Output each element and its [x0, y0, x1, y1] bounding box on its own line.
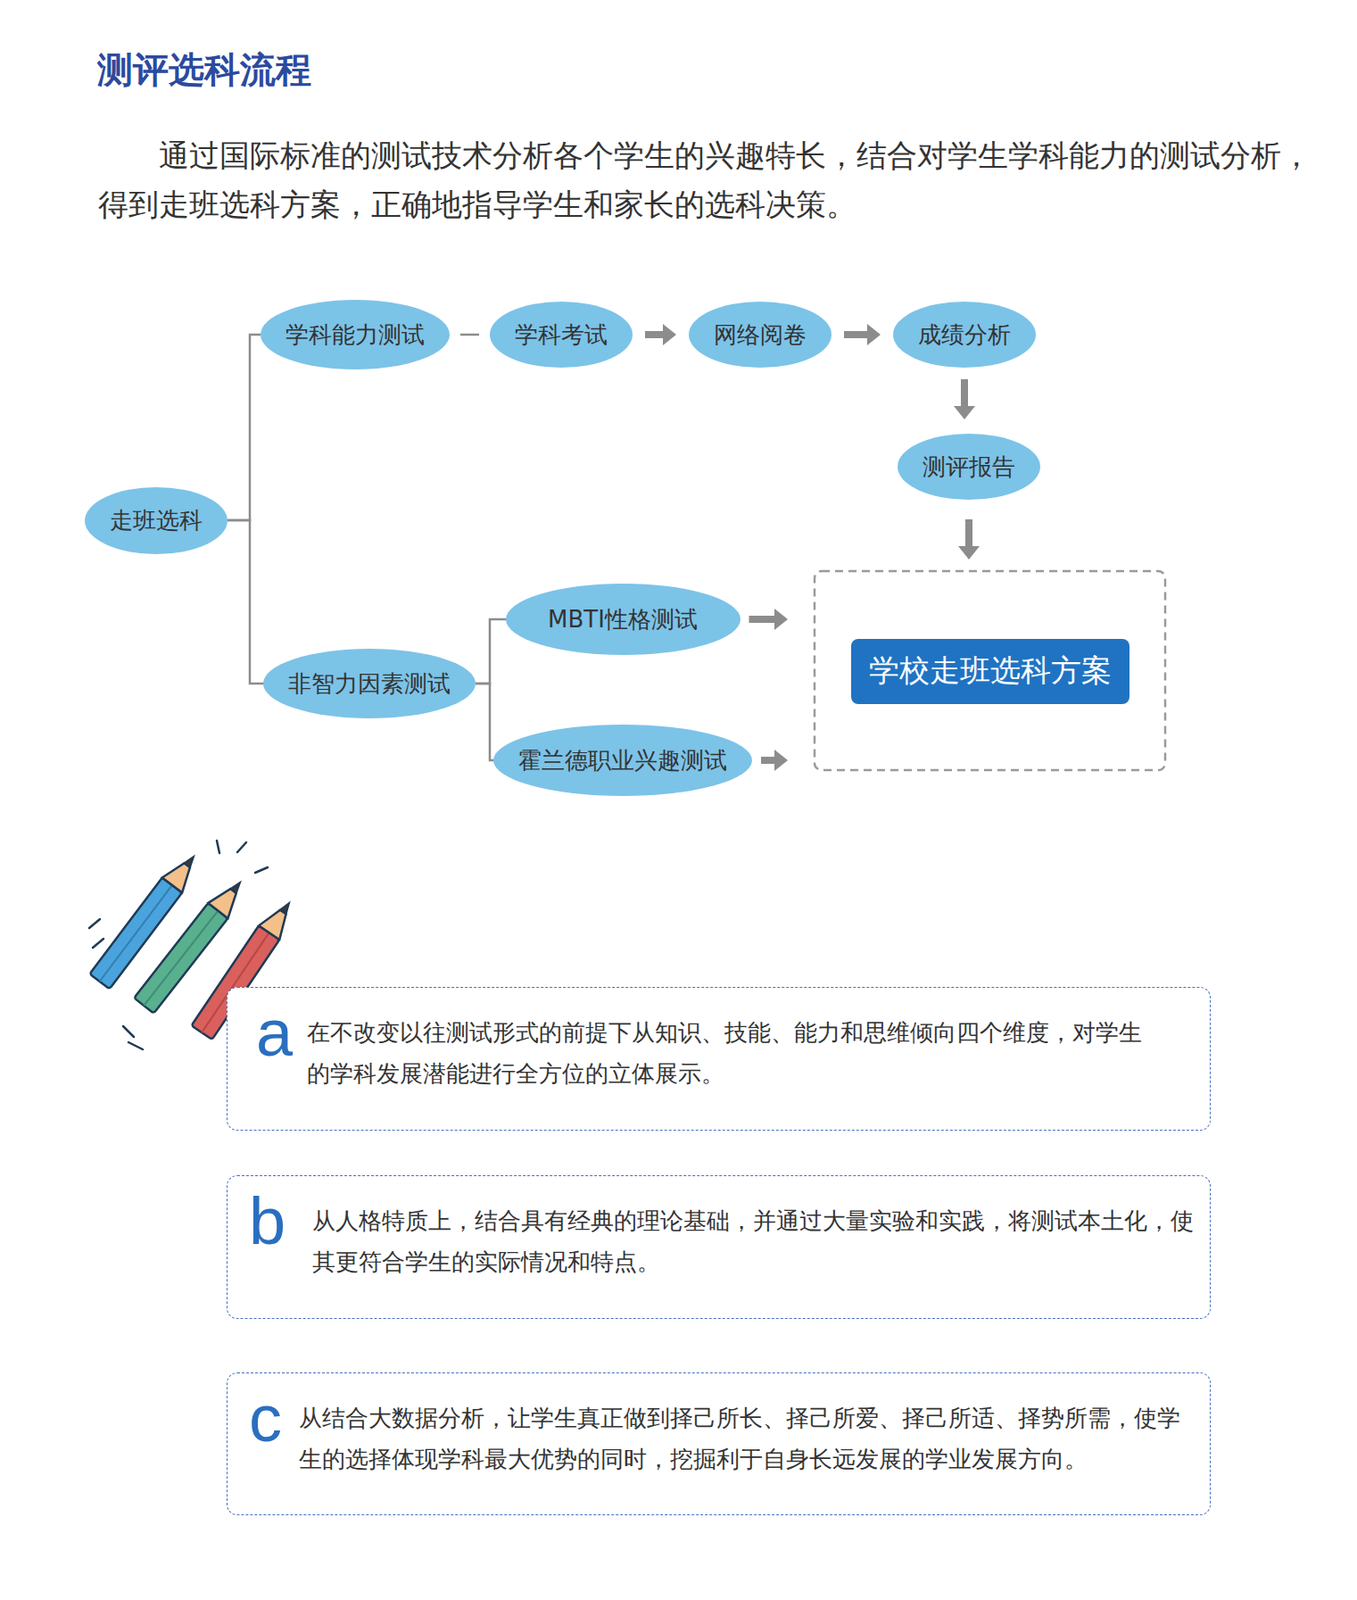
node-label: 网络阅卷 — [713, 319, 807, 351]
card-letter: c — [248, 1385, 282, 1452]
connector — [645, 323, 677, 346]
connector — [843, 323, 881, 346]
arrow-head — [867, 323, 881, 346]
arrow-head — [953, 405, 976, 420]
process-ellipse: 霍兰德职业兴趣测试 — [493, 724, 753, 796]
node-label: 走班选科 — [109, 504, 203, 537]
connector — [953, 379, 976, 420]
page-title: 测评选科流程 — [97, 48, 312, 92]
node-label: 非智力因素测试 — [288, 668, 451, 700]
connector — [227, 334, 263, 521]
bracket-line — [227, 334, 263, 521]
card-letter: b — [248, 1188, 286, 1255]
ellipse-fill — [489, 301, 633, 368]
ellipse-fill — [493, 724, 753, 796]
card-text: 从人格特质上，结合具有经典的理论基础，并通过大量实验和实践，将测试本土化，使其更… — [312, 1199, 1203, 1283]
connector — [460, 334, 480, 336]
plan-label: 学校走班选科方案 — [868, 650, 1112, 692]
ellipse-fill — [84, 487, 228, 555]
note-card: a在不改变以往测试形式的前提下从知识、技能、能力和思维倾向四个维度，对学生的学科… — [226, 986, 1211, 1131]
bracket-line — [227, 520, 265, 684]
connector — [761, 749, 788, 771]
card-letter: a — [256, 1000, 293, 1067]
card-text: 从结合大数据分析，让学生真正做到择己所长、择己所爱、择己所适、择势所需，使学生的… — [298, 1397, 1190, 1480]
node-label: 成绩分析 — [918, 319, 1011, 351]
process-ellipse: MBTI性格测试 — [505, 583, 741, 655]
connector-shaft — [460, 333, 480, 337]
connector — [749, 608, 789, 630]
connector-shaft — [843, 330, 869, 339]
card-text: 在不改变以往测试形式的前提下从知识、技能、能力和思维倾向四个维度，对学生的学科发… — [306, 1011, 1151, 1094]
ellipse-fill — [688, 301, 832, 368]
note-card: b 从人格特质上，结合具有经典的理论基础，并通过大量实验和实践，将测试本土化，使其… — [226, 1174, 1211, 1319]
process-ellipse: 走班选科 — [84, 487, 228, 555]
node-label: MBTI性格测试 — [547, 604, 698, 636]
node-label: 测评报告 — [922, 451, 1016, 483]
node-label: 霍兰德职业兴趣测试 — [518, 744, 728, 777]
plan-box: 学校走班选科方案 — [851, 638, 1130, 704]
ellipse-fill — [893, 301, 1036, 368]
node-label: 学科能力测试 — [285, 319, 425, 351]
process-ellipse: 测评报告 — [897, 433, 1041, 500]
connector-shaft — [965, 519, 973, 547]
ellipse-fill — [263, 648, 476, 719]
connector-shaft — [960, 379, 969, 407]
connector-shaft — [645, 330, 664, 339]
connector — [475, 683, 496, 761]
process-ellipse: 成绩分析 — [893, 301, 1036, 368]
arrow-head — [662, 323, 677, 346]
arrow-head — [774, 749, 788, 771]
bracket-line — [475, 619, 508, 684]
connector-shaft — [749, 615, 777, 623]
arrow-head — [774, 608, 788, 630]
process-ellipse: 非智力因素测试 — [263, 648, 476, 719]
process-ellipse: 网络阅卷 — [688, 301, 832, 368]
arrow-head — [958, 546, 980, 560]
ellipse-fill — [260, 299, 450, 370]
connector — [227, 520, 265, 684]
intro-paragraph: 通过国际标准的测试技术分析各个学生的兴趣特长，结合对学生学科能力的测试分析，得到… — [98, 131, 1323, 230]
process-ellipse: 学科考试 — [489, 301, 633, 368]
plan-frame — [814, 570, 1166, 770]
ellipse-fill — [897, 433, 1041, 500]
bracket-line — [475, 683, 496, 761]
node-label: 学科考试 — [514, 319, 608, 351]
connector — [475, 619, 508, 684]
process-ellipse: 学科能力测试 — [260, 299, 450, 370]
ellipse-fill — [505, 583, 741, 655]
connector-shaft — [761, 756, 776, 764]
note-card: c从结合大数据分析，让学生真正做到择己所长、择己所爱、择己所适、择势所需，使学生… — [226, 1372, 1211, 1515]
connector — [958, 519, 980, 560]
